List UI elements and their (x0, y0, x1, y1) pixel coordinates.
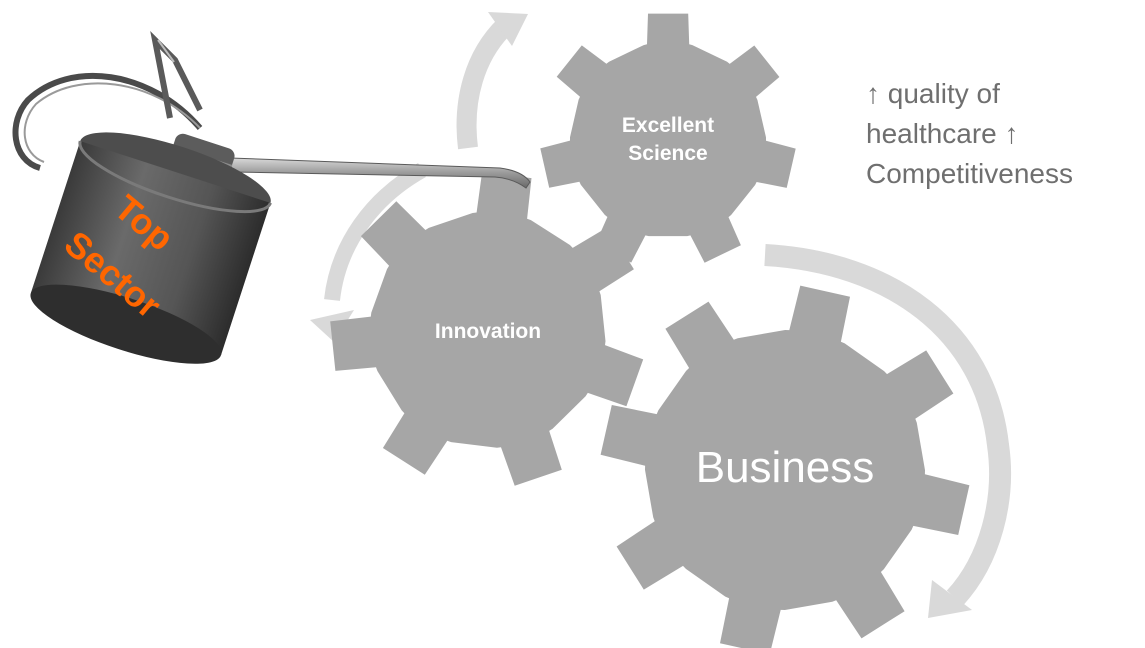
business-gear (600, 285, 970, 648)
innovation-gear (330, 172, 644, 486)
oil-can-icon: Top Sector (12, 30, 531, 364)
business-label: Business (696, 443, 875, 492)
arrow-around-business (764, 244, 1011, 606)
outcome-line-3: Competitiveness (866, 158, 1073, 189)
cycle-arrows (310, 12, 1011, 618)
innovation-label: Innovation (435, 320, 541, 343)
arrow-down-left (324, 163, 426, 301)
excellent-science-label-line1: Excellent (622, 114, 714, 137)
outcome-text: ↑ quality of healthcare ↑ Competitivenes… (866, 74, 1073, 194)
excellent-science-gear (540, 13, 796, 263)
arrow-up-head (488, 12, 528, 46)
outcome-line-1: ↑ quality of (866, 78, 1000, 109)
arrow-up-to-science (456, 18, 513, 150)
outcome-line-2: healthcare ↑ (866, 118, 1019, 149)
gear-layer (330, 13, 970, 648)
arrow-around-business-head (928, 580, 972, 618)
excellent-science-label-line2: Science (628, 142, 707, 165)
